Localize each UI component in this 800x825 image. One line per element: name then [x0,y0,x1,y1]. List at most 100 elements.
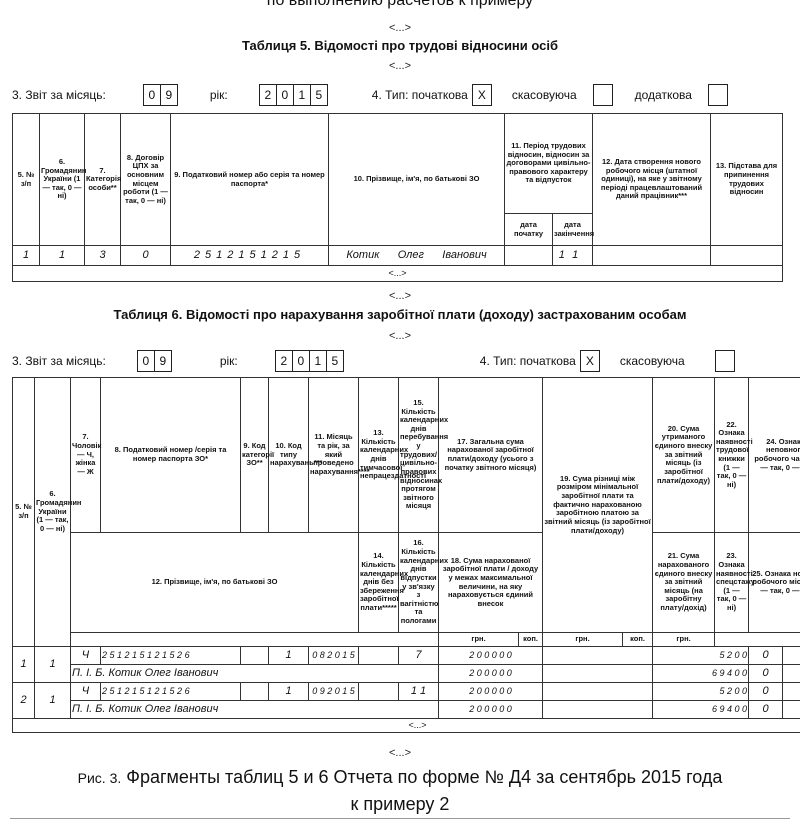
t6-cell-c24: 0 [782,646,800,665]
type-initial-checkbox[interactable]: X [579,350,600,372]
ellipsis-mark: <...> [388,290,412,302]
t6-grn: грн. [542,632,624,647]
t6-cell-fio: П. І. Б. Котик Олег Іванович [70,664,439,683]
type-cancel-label: скасовуюча [511,88,577,102]
t6-header-11: 11. Місяць та рік, за який проведено нар… [308,377,370,533]
t6-cell-fio: П. І. Б. Котик Олег Іванович [70,700,439,719]
t6-header-24: 24. Ознака неповного робочого часу (1 — … [748,377,800,533]
t6-cell-n: 1 [12,646,35,683]
t6-header-16: 16. Кількість календарних днів відпустки… [398,532,448,633]
t5-ellipsis-row: <...> [12,265,783,282]
t5-cell-n: 1 [12,245,40,266]
t6-header-6: 6. Громадянин України (1 — так, 0 — ні) [34,377,81,647]
t6-header-25: 25. Ознака нового робочого місця (1 — та… [748,532,800,633]
top-cut-text: по выполнению расчетов к примеру [266,0,534,9]
caption-lead: Рис. 3. [77,770,122,786]
t6-cell-c24: 0 [782,682,800,701]
type-additional-checkbox[interactable] [707,84,728,106]
year-label: рік: [219,354,238,368]
type-initial-checkbox[interactable]: X [471,84,492,106]
t6-cell-c25: 0 [782,700,800,719]
t6-grn: грн. [652,632,716,647]
t6-cell-sum21: 6 9 4 0 0 [652,664,750,683]
table5: 5. № з/п 6. Громадянин України (1 — так,… [12,113,783,282]
t5-cell-fio: Котик Олег Іванович [328,245,505,266]
t6-cell-sex: Ч [70,682,101,701]
t6-header-7: 7. Чоловік — Ч, жінка — Ж [70,377,101,533]
t5-header-5: 5. № з/п [12,113,40,246]
ellipsis-mark: <...> [388,330,412,342]
figure-caption: Рис. 3. Фрагменты таблиц 5 и 6 Отчета по… [0,764,800,817]
caption-line2: к примеру 2 [350,794,450,814]
t6-header-23: 23. Ознака наявності спецстажу (1 — так,… [714,532,755,633]
t6-header-12: 12. Прізвище, ім'я, по батькові ЗО [70,532,359,633]
ellipsis-mark: <...> [388,22,412,34]
table5-title: Таблиця 5. Відомості про трудові відноси… [241,38,559,53]
t6-grn: грн. [438,632,519,647]
t5-cell-category: 3 [84,245,121,266]
t5-cell-basis [710,245,783,266]
type-label: 4. Тип: початкова [479,354,576,368]
t6-header-21: 21. Сума нарахованого єдиного внеску за … [652,532,716,633]
type-cancel-checkbox[interactable] [592,84,613,106]
t6-cell-sum18: 2 0 0 0 0 0 [437,664,544,683]
caption-line1: Фрагменты таблиц 5 и 6 Отчета по форме №… [126,767,723,787]
t6-cell-c22: 0 [748,646,784,665]
t6-header-15: 15. Кількість календарних днів перебуван… [398,377,448,533]
t6-cell-sum18: 2 0 0 0 0 0 [437,700,544,719]
t6-cell-n: 2 [12,682,35,719]
ellipsis-mark: <...> [388,747,412,759]
t5-header-11-end: дата закінчення [552,213,594,246]
bottom-divider [10,818,790,819]
t5-header-10: 10. Прізвище, ім'я, по батькові ЗО [328,113,505,246]
t6-kop: коп. [622,632,654,647]
t5-header-6: 6. Громадянин України (1 — так, 0 — ні) [39,113,86,246]
t6-cell-sex: Ч [70,646,101,665]
report-month-label: 3. Звіт за місяць: [12,354,106,368]
t5-cell-citizen: 1 [39,245,85,266]
t6-header-9: 9. Код категорії ЗО** [240,377,274,533]
t6-cell-month-year: 0 9 2 0 1 5 [308,682,359,701]
ellipsis-mark: <...> [388,60,412,72]
t6-cell-tax: 2 5 1 2 1 5 1 2 1 5 2 6 [100,646,241,665]
t5-header-12: 12. Дата створення нового робочого місця… [592,113,711,246]
t6-header-18: 18. Сума нарахованої заробітної плати / … [437,532,544,633]
t6-cell-sum17: 2 0 0 0 0 0 [437,646,544,665]
t6-kop: коп. [517,632,544,647]
t5-header-8: 8. Договір ЦПХ за основним місцем роботи… [120,113,171,246]
t6-cell-citizen: 1 [34,682,71,719]
t6-cell-tax: 2 5 1 2 1 5 1 2 1 5 2 6 [100,682,241,701]
t5-header-11-start: дата початку [504,213,553,246]
t6-header-13: 13. Кількість календарних днів тимчасово… [358,377,426,533]
t6-cell-citizen: 1 [34,646,71,683]
t5-cell-newplace [592,245,711,266]
t6-header-8: 8. Податковий номер /серія та номер пасп… [100,377,241,533]
report-month-label: 3. Звіт за місяць: [12,88,106,102]
year-label: рік: [209,88,228,102]
type-cancel-checkbox[interactable] [714,350,735,372]
t5-cell-tax: 2512151215 [170,245,329,266]
table6-title: Таблиця 6. Відомості про нарахування зар… [113,307,687,322]
t5-header-11: 11. Період трудових відносин, відносин з… [504,113,593,214]
t6-cell-sum20: 5 2 0 0 [652,646,750,665]
t6-cell-c25: 0 [782,664,800,683]
t6-cell-days15: 1 1 [398,682,439,701]
t5-header-7: 7. Категорія особи** [84,113,121,246]
t6-cell-sum20: 5 2 0 0 [652,682,750,701]
t6-header-22: 22. Ознака наявності трудової книжки (1 … [714,377,753,533]
t6-header-17: 17. Загальна сума нарахованої заробітної… [437,377,544,533]
t6-cell-accrual-code: 1 [268,682,309,701]
t6-header-5: 5. № з/п [12,377,35,647]
t5-cell-start [504,245,553,266]
t6-header-14: 14. Кількість календарних днів без збере… [358,532,408,633]
t5-cell-contract: 0 [120,245,171,266]
t6-header-20: 20. Сума утриманого єдиного внеску за зв… [652,377,716,533]
type-label: 4. Тип: початкова [371,88,468,102]
t6-header-19: 19. Сума різниці між розміром мінімально… [542,377,654,633]
